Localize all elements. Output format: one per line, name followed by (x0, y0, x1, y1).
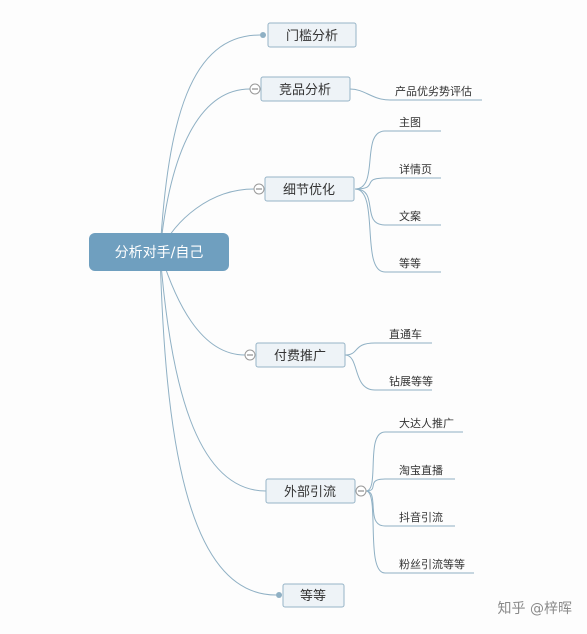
branch-node-label: 外部引流 (284, 485, 336, 500)
branch-node-threshold-analysis[interactable]: 门槛分析 (260, 22, 357, 48)
branch-node-label: 付费推广 (274, 349, 326, 364)
connector-root-to-external (159, 251, 267, 492)
branch-dot-icon[interactable] (276, 592, 282, 598)
connector-leaf-fan-traffic (365, 490, 474, 574)
branch-node-competitor-analysis[interactable]: 竞品分析 (249, 76, 351, 102)
connector-leaf-copywriting (354, 188, 441, 226)
branch-node-box (265, 478, 356, 504)
branch-node-box (264, 176, 355, 202)
connector-leaf-through-train (344, 342, 432, 356)
leaf-influencer-promotion[interactable]: 大达人推广 (399, 416, 454, 430)
connector-leaf-product-pros-cons (349, 88, 482, 101)
collapse-minus-icon[interactable] (249, 83, 261, 95)
leaf-label: 文案 (399, 209, 421, 223)
leaf-label: 主图 (399, 116, 421, 129)
leaf-label: 产品优劣势评估 (395, 84, 472, 98)
leaf-product-pros-cons[interactable]: 产品优劣势评估 (395, 84, 472, 98)
connector-leaf-etc-detail (354, 188, 441, 273)
branch-node-label: 细节优化 (283, 183, 335, 198)
leaf-label: 直通车 (389, 327, 422, 341)
leaf-label: 粉丝引流等等 (399, 557, 465, 571)
connector-leaf-taobao-live (365, 478, 455, 492)
leaf-diamond-booth[interactable]: 钻展等等 (389, 374, 433, 388)
leaf-taobao-live[interactable]: 淘宝直播 (399, 463, 443, 477)
watermark: 知乎 @梓晖 (498, 600, 572, 617)
branch-node-paid-promotion[interactable]: 付费推广 (244, 342, 346, 368)
connector-root-to-competitor (159, 88, 251, 253)
leaf-detail-page[interactable]: 详情页 (399, 162, 432, 176)
leaf-through-train[interactable]: 直通车 (389, 327, 422, 341)
leaf-label: 详情页 (399, 162, 432, 176)
collapse-minus-icon[interactable] (253, 183, 265, 195)
leaf-label: 抖音引流 (399, 510, 443, 524)
leaf-main-image[interactable]: 主图 (399, 116, 421, 129)
branch-node-etc[interactable]: 等等 (276, 583, 345, 608)
branch-node-label: 门槛分析 (286, 29, 338, 44)
connector-root-to-threshold (159, 34, 261, 253)
leaf-douyin-traffic[interactable]: 抖音引流 (399, 510, 443, 524)
branch-dot-icon[interactable] (260, 32, 266, 38)
root-node-box (89, 233, 229, 271)
connector-leaf-influencer-promotion (365, 431, 463, 492)
branch-node-label: 竞品分析 (279, 82, 331, 98)
connector-root-to-etc (159, 251, 277, 596)
root-node[interactable]: 分析对手/自己 (89, 233, 229, 271)
branch-node-box (260, 76, 351, 102)
leaf-label: 钻展等等 (389, 374, 433, 388)
branch-node-box (282, 583, 345, 608)
connector-lines (159, 34, 482, 596)
collapse-minus-icon[interactable] (355, 485, 367, 497)
connector-leaf-douyin-traffic (365, 490, 455, 527)
root-node-label: 分析对手/自己 (115, 245, 204, 261)
leaf-label: 淘宝直播 (399, 463, 443, 477)
collapse-minus-icon[interactable] (244, 349, 256, 361)
branch-node-detail-optimization[interactable]: 细节优化 (253, 176, 355, 202)
connector-leaf-main-image (354, 130, 441, 190)
connector-leaf-diamond-booth (344, 354, 432, 391)
branch-node-box (267, 22, 357, 48)
branch-node-label: 等等 (300, 588, 326, 604)
leaf-etc-detail[interactable]: 等等 (399, 256, 421, 270)
leaf-copywriting[interactable]: 文案 (399, 209, 421, 223)
leaf-fan-traffic[interactable]: 粉丝引流等等 (399, 557, 465, 571)
connector-leaf-detail-page (354, 177, 441, 190)
branch-node-external-traffic[interactable]: 外部引流 (265, 478, 367, 504)
branch-node-box (255, 342, 346, 368)
leaf-label: 大达人推广 (399, 416, 454, 430)
leaf-label: 等等 (399, 256, 421, 270)
